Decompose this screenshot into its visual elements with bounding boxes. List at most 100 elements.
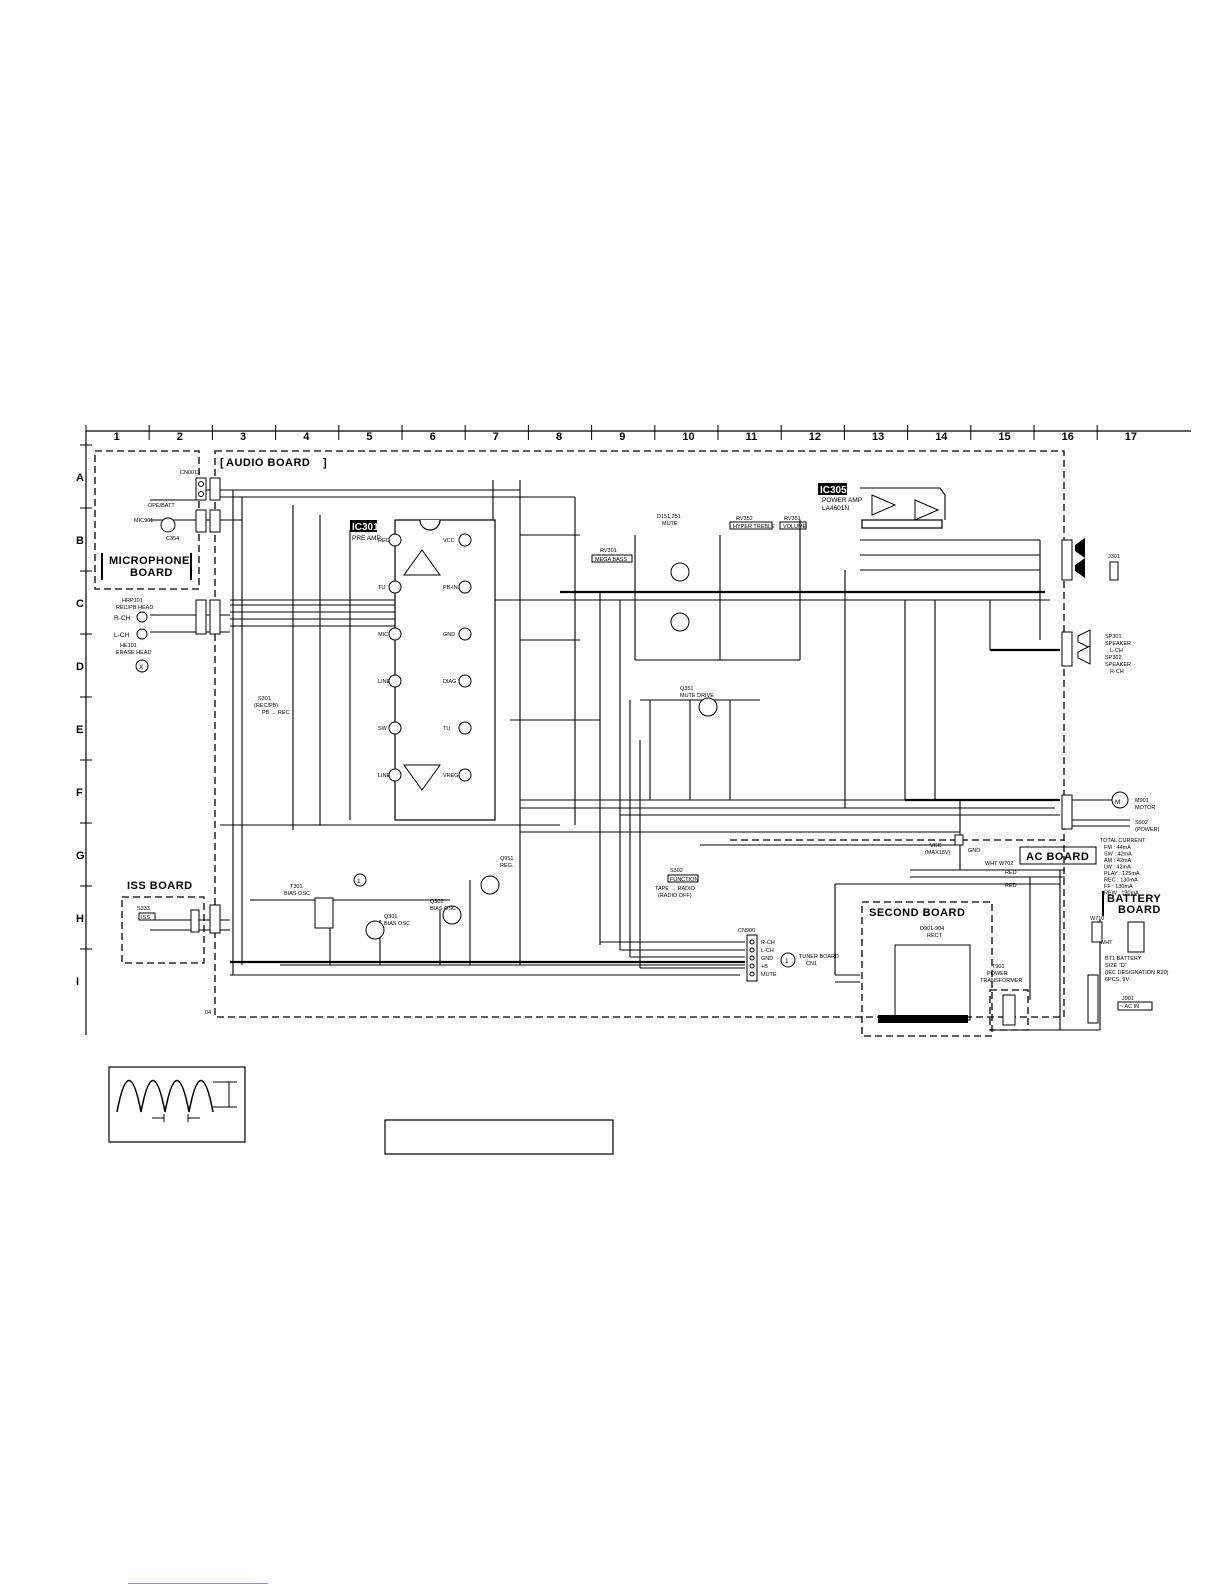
svg-text:Q951: Q951	[500, 856, 513, 862]
grid-column-label: 4	[303, 431, 310, 443]
svg-text:MIC901: MIC901	[134, 518, 153, 524]
svg-text:S333: S333	[137, 906, 150, 912]
footer-code: 04	[205, 1010, 211, 1016]
ic301-pin	[388, 533, 402, 547]
svg-text:W710: W710	[1090, 916, 1104, 922]
iss-board-label: ISS BOARD	[127, 880, 193, 892]
tuner-pin-label: L-CH	[761, 948, 774, 954]
grid-row-label: E	[76, 724, 83, 736]
ic301-pin-label: SW	[378, 726, 388, 732]
tuner-pin-label: +B	[761, 964, 768, 970]
svg-text:6PCS, 9V: 6PCS, 9V	[1105, 977, 1129, 983]
svg-text:VOLUME: VOLUME	[783, 524, 807, 530]
svg-text:HRP101: HRP101	[122, 598, 143, 604]
grid-row-label: F	[76, 787, 83, 799]
ic301-pin	[458, 580, 472, 594]
battery-board-label: BATTERY	[1107, 893, 1161, 905]
svg-text:M: M	[1115, 799, 1120, 806]
s302-switch: S302 FUNCTION TAPE → RADIO (RADIO OFF)	[655, 868, 699, 899]
svg-text:SPEAKER: SPEAKER	[1105, 662, 1131, 668]
svg-text:(MAX18V): (MAX18V)	[925, 850, 951, 856]
svg-text:OPE/BATT: OPE/BATT	[148, 503, 175, 509]
grid-column-label: 9	[619, 431, 625, 443]
svg-text:L-CH: L-CH	[1110, 648, 1123, 654]
svg-text:(POWER): (POWER)	[1135, 827, 1160, 833]
svg-text:J301: J301	[1108, 554, 1120, 560]
svg-text:C354: C354	[166, 536, 179, 542]
svg-text:ISS: ISS	[141, 915, 150, 921]
svg-text:1: 1	[357, 878, 361, 885]
ic301-pin-label: GND	[443, 632, 455, 638]
empty-reference-box	[384, 1119, 614, 1155]
svg-text:CN900: CN900	[738, 928, 755, 934]
svg-text:WHT W702: WHT W702	[985, 861, 1013, 867]
ic305: IC305 POWER AMP LA4601N	[818, 483, 946, 529]
svg-text:Q302: Q302	[430, 899, 443, 905]
svg-text:~ AC IN: ~ AC IN	[1120, 1004, 1139, 1010]
svg-text:X: X	[139, 664, 144, 671]
svg-text:VCC: VCC	[930, 843, 942, 849]
ic301-function: PRE AMP	[352, 535, 381, 542]
grid-column-label: 17	[1125, 431, 1137, 443]
grid-row-label: G	[76, 850, 85, 862]
svg-text:S301: S301	[258, 696, 271, 702]
grid-column-label: 5	[366, 431, 372, 443]
ic301-pin-label: REC	[378, 538, 390, 544]
speakers: J301 SP301 SPEAKER L-CH SP302 SPEAKER R-…	[1061, 538, 1131, 675]
ic301-pin	[458, 533, 472, 547]
ic301-pin-label: MIC	[378, 632, 388, 638]
total-current-item: PLAY : 125mA	[1104, 871, 1140, 877]
grid-column-label: 14	[935, 431, 948, 443]
ic301-pin	[458, 627, 472, 641]
svg-text:MOTOR: MOTOR	[1135, 805, 1155, 811]
tuner-pin-label: GND	[761, 956, 773, 962]
wiring	[150, 480, 1101, 1031]
svg-text:L-CH: L-CH	[114, 632, 129, 639]
motor: M M901 MOTOR S902 (POWER)	[1061, 791, 1160, 833]
svg-text:BIAS OSC: BIAS OSC	[430, 906, 456, 912]
grid-row-label: C	[76, 598, 84, 610]
tape-heads: HRP101 REC/PB HEAD R-CH L-CH HE101 ERASE…	[114, 598, 221, 673]
ac-board-label: AC BOARD	[1026, 851, 1089, 863]
svg-text:CN0013: CN0013	[180, 470, 200, 476]
grid-column-label: 1	[114, 431, 120, 443]
grid-column-label: 13	[872, 431, 884, 443]
ic301-pin	[388, 627, 402, 641]
svg-text:T301: T301	[290, 884, 303, 890]
grid-row-label: I	[76, 976, 79, 988]
svg-text:SPEAKER: SPEAKER	[1105, 641, 1131, 647]
svg-text:(REC/PB): (REC/PB)	[254, 703, 278, 709]
svg-text:1: 1	[785, 958, 789, 965]
ic301-pin	[388, 721, 402, 735]
tuner-pin-label: R-CH	[761, 940, 775, 946]
svg-text:CN1: CN1	[806, 961, 817, 967]
svg-text:MUTE DRIVE: MUTE DRIVE	[680, 693, 714, 699]
second-board-label: SECOND BOARD	[869, 907, 965, 919]
ic305-name: IC305	[820, 485, 847, 496]
ic301-pin-label: DIAG	[443, 679, 456, 685]
svg-text:RECT: RECT	[927, 933, 943, 939]
ic301-pin	[458, 674, 472, 688]
ic301-pin	[458, 721, 472, 735]
tuner-pin-label: MUTE	[761, 972, 777, 978]
ic301-name: IC301	[352, 522, 379, 533]
svg-text:]: ]	[323, 457, 327, 469]
ic301-pin-label: VREG	[443, 773, 459, 779]
svg-text:RED: RED	[1005, 870, 1017, 876]
svg-text:(RADIO OFF): (RADIO OFF)	[658, 893, 692, 899]
grid-column-label: 8	[556, 431, 562, 443]
svg-text:D901-904: D901-904	[920, 926, 944, 932]
svg-text:S902: S902	[1135, 820, 1148, 826]
svg-text:WHT: WHT	[1100, 940, 1113, 946]
transistors: Q351 MUTE DRIVE Q951 REG. Q301 BIAS OSC …	[284, 686, 718, 940]
svg-text:Q301: Q301	[384, 914, 397, 920]
svg-text:[: [	[220, 457, 224, 469]
power-section: VCC (MAX18V) GND WHT W702 RED RED TOTAL …	[878, 834, 1169, 1031]
svg-text:TRANSFORMER: TRANSFORMER	[980, 978, 1023, 984]
svg-text:BT1 BATTERY: BT1 BATTERY	[1105, 956, 1142, 962]
battery-board-label-2: BOARD	[1118, 904, 1161, 916]
svg-text:R-CH: R-CH	[114, 615, 131, 622]
iss-components: S333 ISS	[137, 904, 221, 934]
